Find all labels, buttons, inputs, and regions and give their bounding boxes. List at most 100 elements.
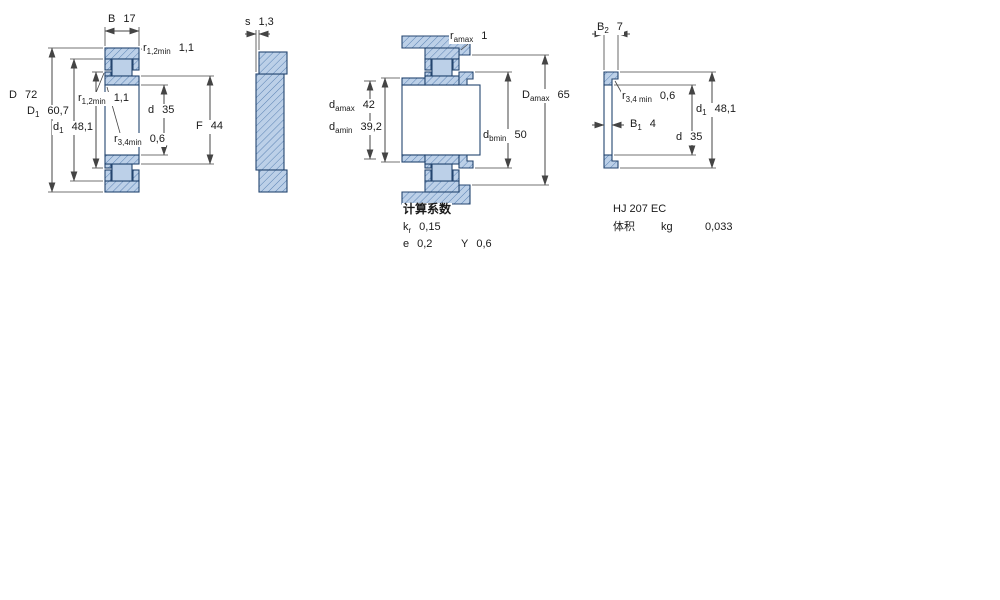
dim-da-max [381, 77, 400, 163]
dim-subscript: 1 [59, 126, 64, 136]
dim-symbol: r [143, 42, 147, 54]
outer-flange-left-top [104, 58, 112, 71]
dim-s [245, 30, 270, 72]
outer-ring-profile-top [258, 51, 288, 75]
dim-value: 39,2 [360, 121, 382, 133]
inner-flange-bottom [424, 163, 432, 169]
dim-symbol: B [108, 13, 116, 25]
dim-subscript: amin [335, 126, 353, 136]
inner-ring-profile [255, 73, 285, 171]
dim-symbol: s [245, 16, 251, 28]
dim-value: 0,6 [149, 133, 165, 145]
angle-ring-bore [603, 84, 613, 156]
outer-flange-right-top [452, 58, 460, 71]
dim-value: 72 [24, 89, 38, 101]
angle-ring-top-section [458, 71, 474, 86]
dim-d1 [92, 71, 103, 169]
outer-ring-bottom-section [424, 180, 460, 193]
outer-flange-left-bottom [424, 169, 432, 182]
dim-label-ra: ramax 1 [449, 30, 489, 45]
dim-symbol: d [329, 121, 336, 133]
dim-label-d-ring: d 35 [675, 131, 704, 146]
dim-value: 35 [690, 131, 703, 143]
shaft-shoulder-bottom [401, 154, 426, 163]
dim-subscript: amax [529, 94, 550, 104]
roller-top [431, 58, 453, 77]
dim-symbol: D [27, 105, 35, 117]
inner-ring-top-section [104, 75, 140, 86]
shaft [401, 84, 481, 156]
dim-label-B: B 17 [107, 13, 137, 28]
roller-bottom [111, 163, 133, 182]
dim-symbol: d [696, 103, 703, 115]
front-view [104, 47, 140, 193]
dim-symbol: d [676, 131, 683, 143]
dim-label-D1: D1 60,7 [26, 105, 70, 120]
dim-value: 1 [481, 30, 488, 42]
inner-flange-bottom [104, 163, 112, 169]
dim-value: 0,6 [659, 90, 676, 102]
dim-symbol: D [9, 89, 17, 101]
dim-symbol: B [597, 21, 605, 33]
dim-value: 4 [649, 118, 656, 130]
dim-symbol: d [483, 129, 490, 141]
dim-subscript: 1,2min [146, 47, 171, 57]
dim-value: 17 [123, 13, 136, 25]
dim-value: 1,3 [258, 16, 274, 28]
roller-top [111, 58, 133, 77]
dim-subscript: 1 [34, 110, 40, 120]
dim-B2 [592, 30, 630, 70]
inner-ring-bottom-section [424, 154, 460, 165]
mass-unit: kg [660, 221, 674, 234]
dim-symbol: r [78, 92, 82, 104]
dim-value: 1,1 [113, 92, 129, 104]
dim-D1 [70, 58, 103, 182]
dim-symbol: r [450, 30, 454, 42]
angle-ring-bottom-section [603, 154, 619, 169]
dim-Da-max [472, 54, 549, 186]
dim-symbol: d [329, 99, 336, 111]
dim-subscript: amax [453, 35, 474, 45]
dim-d1-ring [620, 71, 716, 169]
dim-label-da-min: damin 39,2 [328, 121, 383, 136]
angle-ring-dimensions [592, 30, 716, 169]
dim-value: 50 [514, 129, 527, 141]
factor-value: 0,15 [419, 221, 441, 233]
dim-subscript: 1 [637, 123, 642, 133]
dim-symbol: r [114, 133, 118, 145]
outer-flange-right-bottom [452, 169, 460, 182]
inner-ring-top-section [424, 75, 460, 86]
mounting-dimensions [364, 43, 549, 186]
dim-da-min [364, 80, 376, 160]
dim-label-D: D 72 [8, 89, 39, 104]
outer-ring-top-section [424, 47, 460, 60]
dim-value: 48,1 [714, 103, 736, 115]
dim-value: 44 [210, 120, 223, 132]
leader-ra [460, 43, 469, 51]
side-view [245, 30, 288, 193]
inner-ring-bottom-section [104, 154, 140, 165]
dim-value: 42 [362, 99, 375, 111]
dim-value: 60,7 [47, 105, 69, 117]
mass-value: 0,033 [704, 221, 734, 234]
dim-symbol: r [622, 90, 626, 102]
outer-ring-top-section [104, 47, 140, 60]
angle-ring-bottom-section [458, 154, 474, 169]
dim-value: 35 [162, 104, 175, 116]
dim-value: 65 [557, 89, 570, 101]
dim-subscript: 3,4 min [625, 95, 652, 105]
dim-value: 1,1 [178, 42, 194, 54]
